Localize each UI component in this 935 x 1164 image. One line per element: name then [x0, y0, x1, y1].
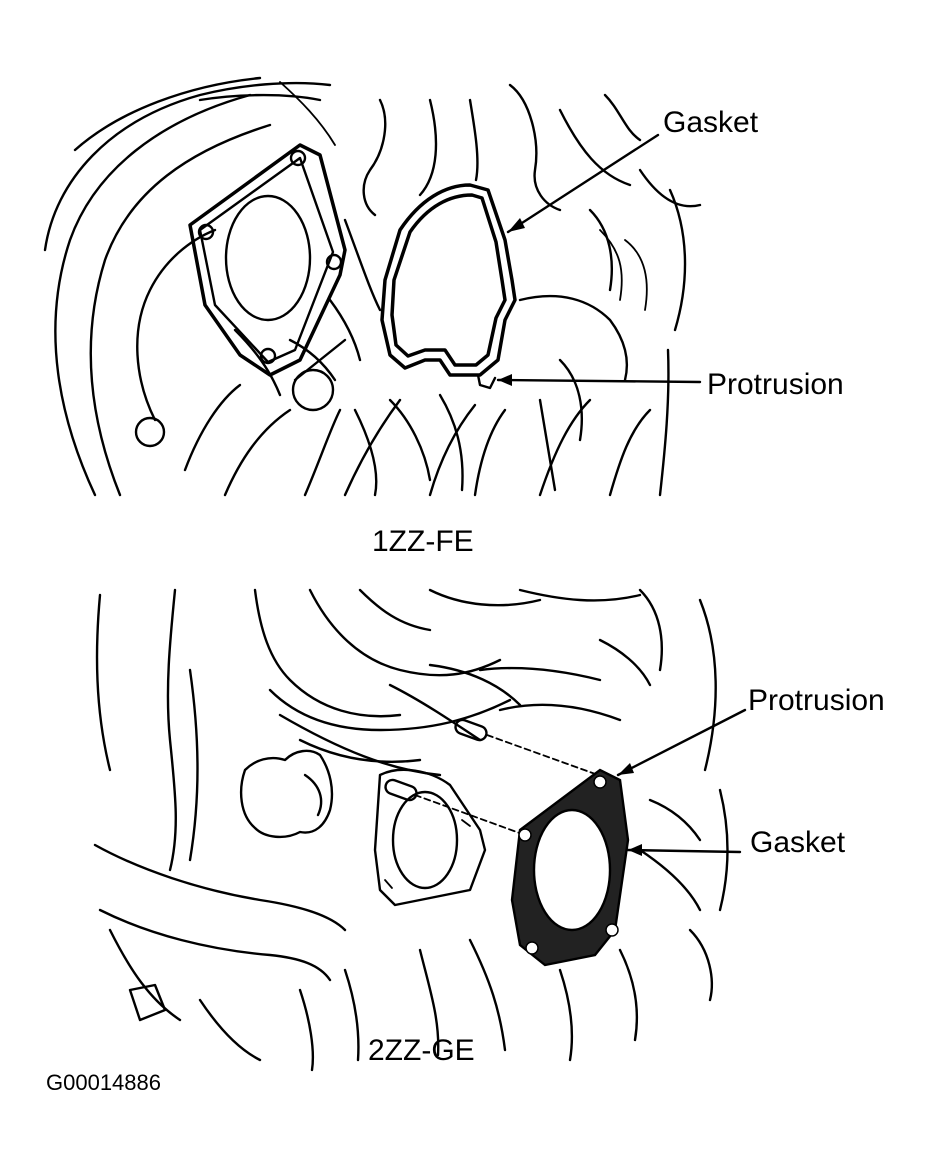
callout-protrusion-top: Protrusion	[707, 368, 844, 401]
leader-line-protrusion-bottom	[616, 708, 747, 777]
arrowhead-gasket-top	[508, 218, 525, 232]
arrowhead-protrusion-bottom	[618, 763, 634, 775]
callout-protrusion-bottom: Protrusion	[748, 684, 885, 717]
throttle-body-flange	[188, 143, 347, 377]
arrowhead-gasket-bottom	[628, 844, 642, 856]
leader-line-gasket-bottom	[626, 848, 742, 854]
callout-gasket-bottom: Gasket	[750, 826, 846, 859]
engine-illustration-2zz-ge	[93, 588, 747, 1072]
figure-id: G00014886	[46, 1070, 161, 1095]
callout-gasket-top: Gasket	[663, 106, 759, 139]
leader-line-protrusion-top	[496, 378, 702, 384]
gasket-1zz-fe	[380, 183, 517, 390]
diagram-1zz-fe: Gasket Protrusion 1ZZ-FE	[0, 0, 935, 560]
caption-2zz-ge: 2ZZ-GE	[368, 1034, 475, 1067]
engine-bay-sketch	[43, 76, 702, 497]
leader-line-gasket-top	[506, 133, 660, 234]
stud-bolt	[291, 368, 335, 412]
arrowhead-protrusion-top	[498, 374, 512, 386]
gasket-2zz-ge	[510, 768, 630, 967]
engine-bay-sketch	[93, 588, 729, 1072]
throttle-body-flange	[373, 768, 487, 907]
engine-illustration-1zz-fe	[43, 76, 702, 497]
caption-1zz-fe: 1ZZ-FE	[372, 525, 474, 558]
diagram-2zz-ge: Protrusion Gasket 2ZZ-GE	[0, 570, 935, 1090]
